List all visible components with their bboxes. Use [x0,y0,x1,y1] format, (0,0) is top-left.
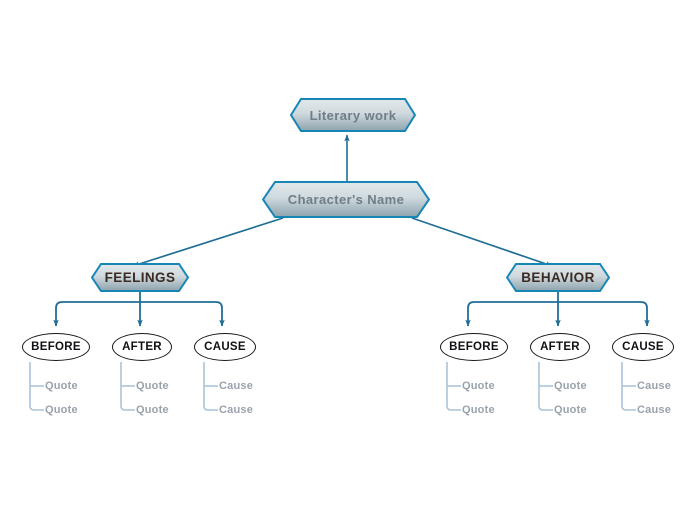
node-literary-work[interactable]: Literary work [290,98,416,132]
leaf-item[interactable]: Quote [45,380,78,392]
hexagon-shape [506,263,610,292]
node-feelings-before-label: BEFORE [31,341,81,353]
hexagon-shape [91,263,189,292]
node-characters-name-label: Character's Name [287,192,405,207]
node-literary-work-label: Literary work [309,107,397,123]
node-feelings-label: FEELINGS [104,270,176,285]
node-feelings-cause-label: CAUSE [204,341,246,353]
leaf-item[interactable]: Cause [637,404,672,416]
leaf-item[interactable]: Cause [219,380,254,392]
leaf-item[interactable]: Quote [136,404,169,416]
leaf-item[interactable]: Cause [219,404,254,416]
leaf-connectors-feelings-after [120,362,135,411]
leaf-connectors-behavior-after [538,362,553,411]
edge-root-to-behavior [411,217,553,267]
leaf-item[interactable]: Quote [45,404,78,416]
node-behavior-label: BEHAVIOR [521,270,595,285]
node-behavior-after-label: AFTER [540,341,580,353]
leaf-item[interactable]: Quote [462,380,495,392]
node-behavior-after[interactable]: AFTER [530,333,590,361]
leaf-connectors-feelings-before [29,362,44,411]
node-behavior-before[interactable]: BEFORE [440,333,508,361]
leaf-item[interactable]: Cause [637,380,672,392]
leaf-item[interactable]: Quote [136,380,169,392]
node-feelings-after[interactable]: AFTER [112,333,172,361]
node-feelings-before[interactable]: BEFORE [22,333,90,361]
node-feelings-cause[interactable]: CAUSE [194,333,256,361]
bracket-feelings [53,290,225,327]
node-behavior[interactable]: BEHAVIOR [506,263,610,292]
hexagon-shape [262,181,430,218]
node-feelings-after-label: AFTER [122,341,162,353]
node-feelings[interactable]: FEELINGS [91,263,189,292]
node-characters-name[interactable]: Character's Name [262,181,430,218]
leaf-connectors-behavior-cause [621,362,636,411]
edge-root-to-feelings [132,217,284,267]
node-behavior-cause[interactable]: CAUSE [612,333,674,361]
node-behavior-before-label: BEFORE [449,341,499,353]
leaf-connectors-behavior-before [446,362,461,411]
leaf-connectors-feelings-cause [203,362,218,411]
leaf-item[interactable]: Quote [554,404,587,416]
leaf-item[interactable]: Quote [462,404,495,416]
node-behavior-cause-label: CAUSE [622,341,664,353]
hexagon-shape [290,98,416,132]
bracket-behavior [465,290,650,327]
leaf-item[interactable]: Quote [554,380,587,392]
